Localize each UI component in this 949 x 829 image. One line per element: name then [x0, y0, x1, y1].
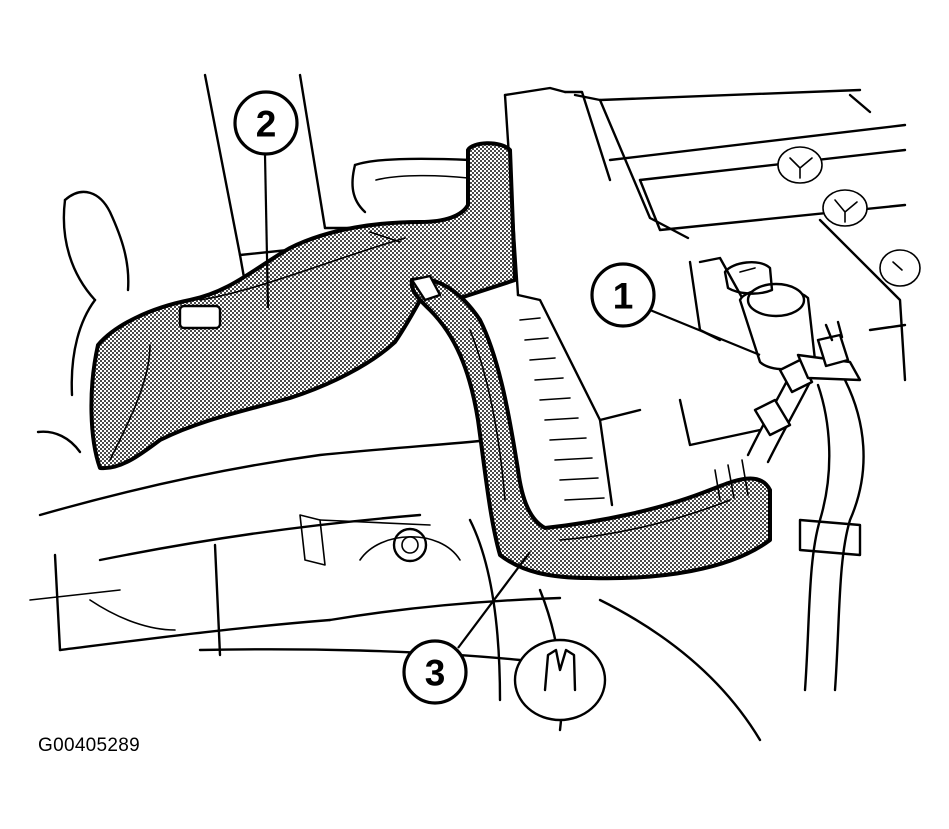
- callout-2-number: 2: [256, 104, 277, 145]
- battery-terminal: [723, 261, 817, 371]
- figure-id-label: G00405289: [38, 735, 141, 756]
- rear-panel: [351, 157, 472, 214]
- callout-3-circle: [402, 639, 468, 705]
- push-clip: [513, 638, 607, 722]
- lower-structure: [29, 438, 762, 742]
- callout-1-number: 1: [613, 276, 634, 317]
- cable-harness: [409, 274, 862, 581]
- bolt: [392, 527, 428, 563]
- callout-3-number: 3: [425, 653, 446, 694]
- callout-2: 2: [233, 90, 299, 309]
- callout-3: 3: [402, 551, 531, 705]
- air-duct-cover: [89, 141, 517, 471]
- callout-2-circle: [233, 90, 299, 156]
- callout-1: 1: [590, 262, 761, 357]
- left-hose: [36, 190, 130, 454]
- cell-cap-2: [822, 189, 868, 227]
- battery: [503, 86, 921, 507]
- cell-cap-1: [777, 146, 823, 184]
- callout-1-circle: [590, 262, 656, 328]
- battery-cable: [798, 378, 865, 692]
